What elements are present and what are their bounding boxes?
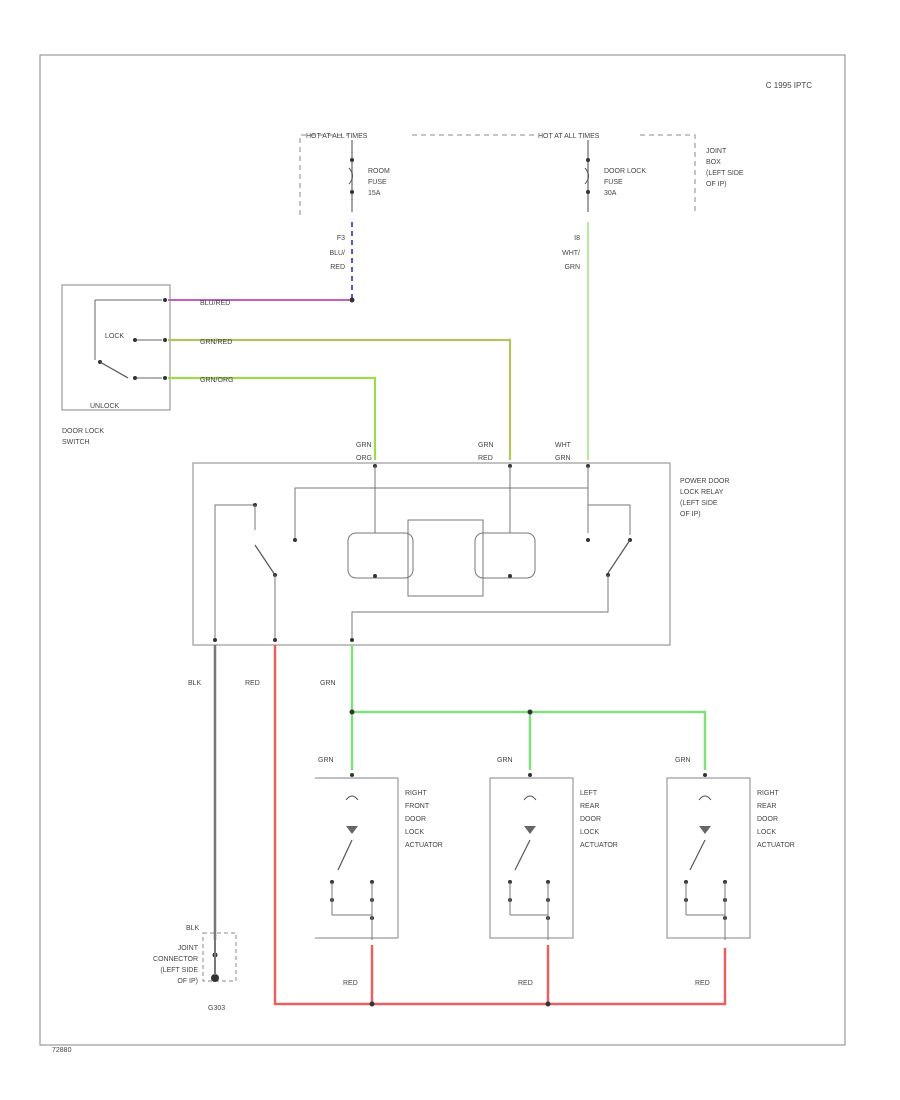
actuator-lr-label-4: LOCK	[580, 829, 599, 836]
actuator-lr-label-3: DOOR	[580, 816, 601, 823]
diagram-border	[39, 54, 846, 1046]
actuator-left-rear: GRN LEFT REAR DOOR LOCK ACTUATOR	[489, 757, 618, 940]
ground-id-label: G303	[208, 1005, 225, 1012]
door-lock-terminal-label-3: GRN	[564, 264, 580, 271]
joint-box-label-2: BOX	[706, 159, 721, 166]
door-lock-fuse: DOOR LOCK FUSE 30A	[584, 140, 646, 212]
figure-id: 72880	[52, 1047, 72, 1054]
wire-blu-red-label: BLU/RED	[200, 300, 230, 307]
actuator-rr-wire-label: GRN	[675, 757, 691, 764]
ground-joint-connector: BLK JOINT CONNECTOR (LEFT SIDE OF IP) G3…	[153, 925, 237, 1012]
relay-title-4: OF IP)	[680, 511, 701, 518]
wire-grn-main	[350, 645, 707, 770]
actuator-rf-label-2: FRONT	[405, 803, 430, 810]
actuator-rf-label-3: DOOR	[405, 816, 426, 823]
actuator-right-front: GRN RIGHT FRONT DOOR LOCK ACTUATOR	[315, 757, 443, 940]
relay-in3-label-1: WHT	[555, 442, 572, 449]
actuator-rr-label-1: RIGHT	[757, 790, 780, 797]
connector-label-1: JOINT	[178, 945, 199, 952]
wire-grn-label: GRN	[320, 680, 336, 687]
room-terminal-label-1: F3	[337, 235, 345, 242]
joint-box-label-1: JOINT	[706, 148, 727, 155]
switch-unlock-label: UNLOCK	[90, 403, 120, 410]
fuse-block: HOT AT ALL TIMES HOT AT ALL TIMES ROOM F…	[299, 133, 744, 215]
actuator-rf-wire-label: GRN	[318, 757, 334, 764]
actuator-lr-label-1: LEFT	[580, 790, 598, 797]
switch-lock-label: LOCK	[105, 333, 124, 340]
connector-label-3: (LEFT SIDE	[160, 967, 198, 974]
relay-title-3: (LEFT SIDE	[680, 500, 718, 507]
wire-red-label: RED	[245, 680, 260, 687]
room-terminal-label-2: BLU/	[329, 250, 345, 257]
relay-in2-label-2: RED	[478, 455, 493, 462]
connector-label-2: CONNECTOR	[153, 956, 198, 963]
room-fuse: ROOM FUSE 15A	[348, 140, 390, 212]
room-fuse-label-2: FUSE	[368, 179, 387, 186]
actuator-rf-label-4: LOCK	[405, 829, 424, 836]
actuator-lr-red-label: RED	[518, 980, 533, 987]
joint-box-label-4: OF IP)	[706, 181, 727, 188]
relay-in3-label-2: GRN	[555, 455, 571, 462]
switch-title-1: DOOR LOCK	[62, 428, 104, 435]
door-lock-fuse-label-3: 30A	[604, 190, 617, 197]
actuator-rf-label-5: ACTUATOR	[405, 842, 443, 849]
room-terminal-label-3: RED	[330, 264, 345, 271]
wire-grn-red	[168, 338, 512, 460]
switch-title-2: SWITCH	[62, 439, 90, 446]
door-lock-terminal-label-1: I8	[574, 235, 580, 242]
actuator-rr-label-3: DOOR	[757, 816, 778, 823]
room-fuse-label-1: ROOM	[368, 168, 390, 175]
door-lock-fuse-label-2: FUSE	[604, 179, 623, 186]
actuator-rr-label-5: ACTUATOR	[757, 842, 795, 849]
actuator-right-rear: GRN RIGHT REAR DOOR LOCK ACTUATOR	[666, 757, 795, 940]
hot-label-left: HOT AT ALL TIMES	[306, 133, 368, 140]
actuator-rf-red-label: RED	[343, 980, 358, 987]
relay-in1-label-2: ORG	[356, 455, 372, 462]
actuator-rr-label-2: REAR	[757, 803, 776, 810]
relay-title-2: LOCK RELAY	[680, 489, 724, 496]
joint-box-label-3: (LEFT SIDE	[706, 170, 744, 177]
connector-label-4: OF IP)	[177, 978, 198, 985]
wire-grn-org-label: GRN/ORG	[200, 377, 233, 384]
door-lock-terminal-label-2: WHT/	[562, 250, 580, 257]
ground-wire-label: BLK	[186, 925, 200, 932]
door-lock-switch: LOCK UNLOCK DOOR LOCK SWITCH	[61, 284, 171, 446]
wire-grn-org	[168, 376, 377, 460]
actuator-lr-wire-label: GRN	[497, 757, 513, 764]
hot-label-right: HOT AT ALL TIMES	[538, 133, 600, 140]
actuator-rf-label-1: RIGHT	[405, 790, 428, 797]
actuator-lr-label-2: REAR	[580, 803, 599, 810]
copyright-label: C 1995 IPTC	[766, 81, 812, 90]
actuator-lr-label-5: ACTUATOR	[580, 842, 618, 849]
relay-in1-label-1: GRN	[356, 442, 372, 449]
door-lock-fuse-label-1: DOOR LOCK	[604, 168, 646, 175]
wire-blk-label: BLK	[188, 680, 202, 687]
room-fuse-label-3: 15A	[368, 190, 381, 197]
relay-in2-label-1: GRN	[478, 442, 494, 449]
relay-title-1: POWER DOOR	[680, 478, 729, 485]
actuator-rr-label-4: LOCK	[757, 829, 776, 836]
wire-grn-red-label: GRN/RED	[200, 339, 232, 346]
wire-red-main	[273, 645, 727, 1006]
power-door-lock-relay: GRN ORG GRN RED WHT GRN	[192, 442, 729, 646]
actuator-rr-red-label: RED	[695, 980, 710, 987]
